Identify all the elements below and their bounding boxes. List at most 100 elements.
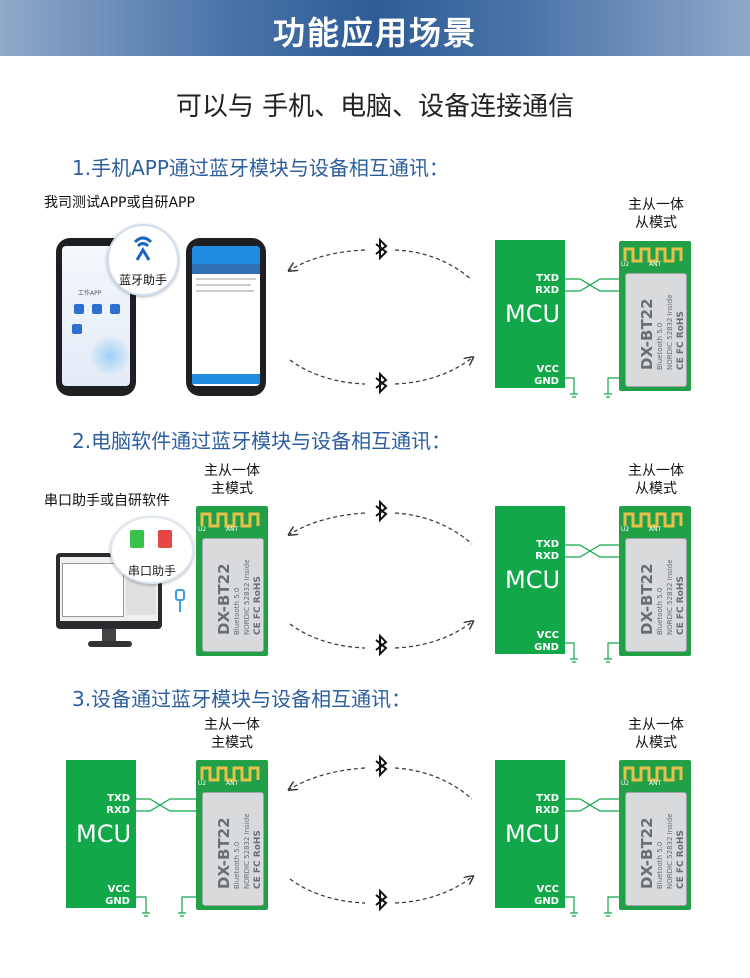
wireless-link-arc <box>289 359 366 385</box>
serial-icon <box>158 530 172 548</box>
mcu-rxd: RXD <box>535 551 559 562</box>
ant-mark: ANT <box>226 780 239 787</box>
monitor-neck <box>102 629 116 641</box>
module-chip: DX-BT22 Bluetooth 5.0 NORDIC 52832 Insid… <box>625 538 687 652</box>
page-subtitle: 可以与 手机、电脑、设备连接通信 <box>175 92 575 122</box>
wireless-link-arc <box>394 512 473 545</box>
mcu-gnd: GND <box>534 896 559 907</box>
monitor-stand <box>88 641 132 647</box>
app-name: 工作APP <box>78 290 102 297</box>
antenna-trace <box>623 766 683 782</box>
app-icon <box>72 324 82 334</box>
mcu-txd: TXD <box>536 539 559 550</box>
mcu-label: MCU <box>505 566 561 594</box>
u2-mark: U2 <box>621 780 630 787</box>
app-title-bar <box>192 246 260 264</box>
mcu-gnd: GND <box>534 642 559 653</box>
wireless-link-arc <box>394 358 472 385</box>
mcu-right-1: TXD RXD MCU VCC GND <box>495 240 565 388</box>
mcu-gnd: GND <box>534 376 559 387</box>
ant-mark: ANT <box>226 526 239 533</box>
mode-line-1: 主从一体 <box>628 197 684 213</box>
mcu-right-3: TXD RXD MCU VCC GND <box>495 760 565 908</box>
serial-assistant-badge: 串口助手 <box>110 516 194 584</box>
mode-label-slave: 主从一体从模式 <box>616 462 696 498</box>
app-icon <box>74 304 84 314</box>
ant-mark: ANT <box>649 780 662 787</box>
mcu-rxd: RXD <box>106 805 130 816</box>
bluetooth-icon <box>375 237 388 261</box>
app-splash-art <box>90 336 130 376</box>
mode-label-master: 主从一体主模式 <box>192 716 272 752</box>
app-tab-bar <box>192 264 260 274</box>
mcu-vcc: VCC <box>536 884 559 895</box>
mcu-gnd: GND <box>105 896 130 907</box>
u2-mark: U2 <box>621 526 630 533</box>
antenna-trace <box>200 766 260 782</box>
mode-line-1: 主从一体 <box>204 463 260 479</box>
antenna-trace <box>623 512 683 528</box>
u2-mark: U2 <box>198 526 207 533</box>
phone-2 <box>186 238 266 396</box>
bluetooth-wave-icon <box>133 236 153 261</box>
mode-line-2: 从模式 <box>635 735 677 751</box>
bt-module: U2 ANT DX-BT22 Bluetooth 5.0 NORDIC 5283… <box>619 241 691 391</box>
mode-label-slave: 主从一体从模式 <box>616 196 696 232</box>
mode-line-1: 主从一体 <box>628 463 684 479</box>
wireless-link-arc <box>290 249 366 270</box>
module-chip: DX-BT22 Bluetooth 5.0 NORDIC 52832 Insid… <box>202 792 264 906</box>
page-title: 功能应用场景 <box>272 14 477 52</box>
wireless-link-arc <box>394 767 473 800</box>
bt-module: U2 ANT DX-BT22 Bluetooth 5.0 NORDIC 5283… <box>619 506 691 656</box>
ant-mark: ANT <box>649 526 662 533</box>
mcu-right-2: TXD RXD MCU VCC GND <box>495 506 565 654</box>
bt-module: U2 ANT DX-BT22 Bluetooth 5.0 NORDIC 5283… <box>196 506 268 656</box>
wireless-link-arc <box>289 623 366 649</box>
mcu-txd: TXD <box>536 273 559 284</box>
section-2-title: 2.电脑软件通过蓝牙模块与设备相互通讯： <box>72 429 452 453</box>
mcu-label: MCU <box>505 820 561 848</box>
wireless-link-arc <box>394 622 472 649</box>
mcu-left: TXD RXD MCU VCC GND <box>66 760 136 908</box>
log-line <box>196 278 256 280</box>
mcu-vcc: VCC <box>536 364 559 375</box>
mcu-vcc: VCC <box>107 884 130 895</box>
wireless-link-arc <box>290 512 366 534</box>
mode-line-2: 主模式 <box>211 735 253 751</box>
mode-line-2: 从模式 <box>635 215 677 231</box>
mcu-label: MCU <box>505 300 561 328</box>
mode-label-master: 主从一体主模式 <box>192 462 272 498</box>
usb-icon <box>175 589 185 612</box>
module-chip: DX-BT22 Bluetooth 5.0 NORDIC 52832 Insid… <box>202 538 264 652</box>
mode-line-1: 主从一体 <box>204 717 260 733</box>
app-icon <box>92 304 102 314</box>
mcu-txd: TXD <box>536 793 559 804</box>
mcu-rxd: RXD <box>535 805 559 816</box>
log-line <box>196 290 254 292</box>
app-bottom-bar <box>192 374 260 384</box>
ground-icon <box>136 377 620 917</box>
header-banner <box>0 0 750 56</box>
u2-mark: U2 <box>621 261 630 268</box>
u2-mark: U2 <box>198 780 207 787</box>
serial-log-window <box>62 563 124 617</box>
ant-mark: ANT <box>649 261 662 268</box>
mode-line-2: 从模式 <box>635 481 677 497</box>
uart-crossover <box>136 278 619 812</box>
bluetooth-icon <box>375 888 388 912</box>
serial-icon <box>130 530 144 548</box>
antenna-trace <box>200 512 260 528</box>
bt-module: U2 ANT DX-BT22 Bluetooth 5.0 NORDIC 5283… <box>196 760 268 910</box>
bluetooth-icon <box>375 633 388 657</box>
mcu-rxd: RXD <box>535 285 559 296</box>
bluetooth-icon <box>375 499 388 523</box>
module-chip: DX-BT22 Bluetooth 5.0 NORDIC 52832 Insid… <box>625 792 687 906</box>
bluetooth-icon <box>375 754 388 778</box>
log-line <box>196 284 251 286</box>
mode-label-slave: 主从一体从模式 <box>616 716 696 752</box>
wireless-link-arc <box>394 877 472 904</box>
mcu-vcc: VCC <box>536 630 559 641</box>
app-icon <box>110 304 120 314</box>
mcu-txd: TXD <box>107 793 130 804</box>
wireless-link-arc <box>289 878 366 904</box>
